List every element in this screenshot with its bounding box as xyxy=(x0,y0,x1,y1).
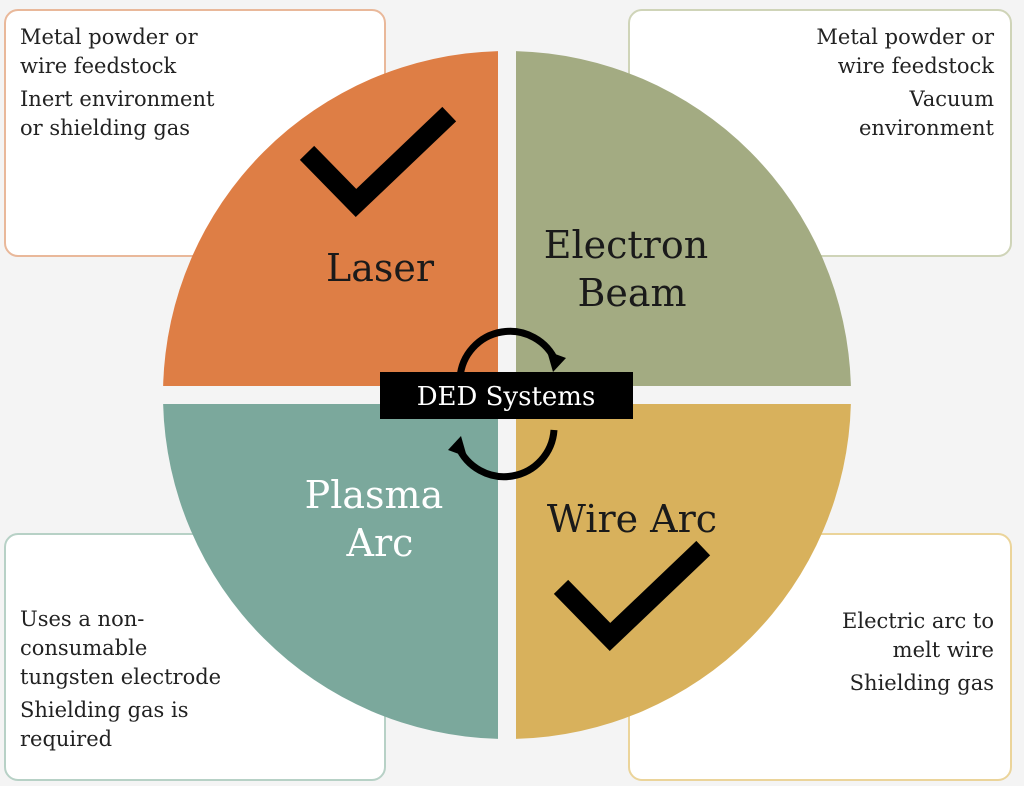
laser-quadrant xyxy=(163,51,499,387)
wire-arc-info-line-1: Electric arc to melt wire xyxy=(842,609,994,662)
wire-arc-label: Wire Arc xyxy=(547,497,717,541)
cycle-arrows-icon xyxy=(448,327,566,481)
electron-beam-info-line-1: Metal powder or wire feedstock xyxy=(816,25,994,78)
wire-arc-check-icon xyxy=(553,540,711,652)
title-banner xyxy=(380,372,633,419)
plasma-arc-quadrant xyxy=(163,404,499,739)
plasma-arc-info-line-1: Uses a non- consumable tungsten electrod… xyxy=(20,607,222,689)
diagram-title: DED Systems xyxy=(417,382,596,412)
plasma-arc-label: Plasma Arc xyxy=(305,473,456,565)
laser-info-line-2: Inert environment or shielding gas xyxy=(20,87,215,140)
laser-label: Laser xyxy=(326,246,435,290)
plasma-arc-info-line-2: Shielding gas is required xyxy=(20,698,189,751)
laser-info-line-1: Metal powder or wire feedstock xyxy=(20,25,198,78)
electron-beam-info-line-2: Vacuum environment xyxy=(858,87,994,140)
electron-beam-label: Electron Beam xyxy=(544,223,721,315)
electron-beam-quadrant xyxy=(516,51,851,387)
wire-arc-info-line-2: Shielding gas xyxy=(849,671,994,695)
laser-check-icon xyxy=(299,106,457,218)
